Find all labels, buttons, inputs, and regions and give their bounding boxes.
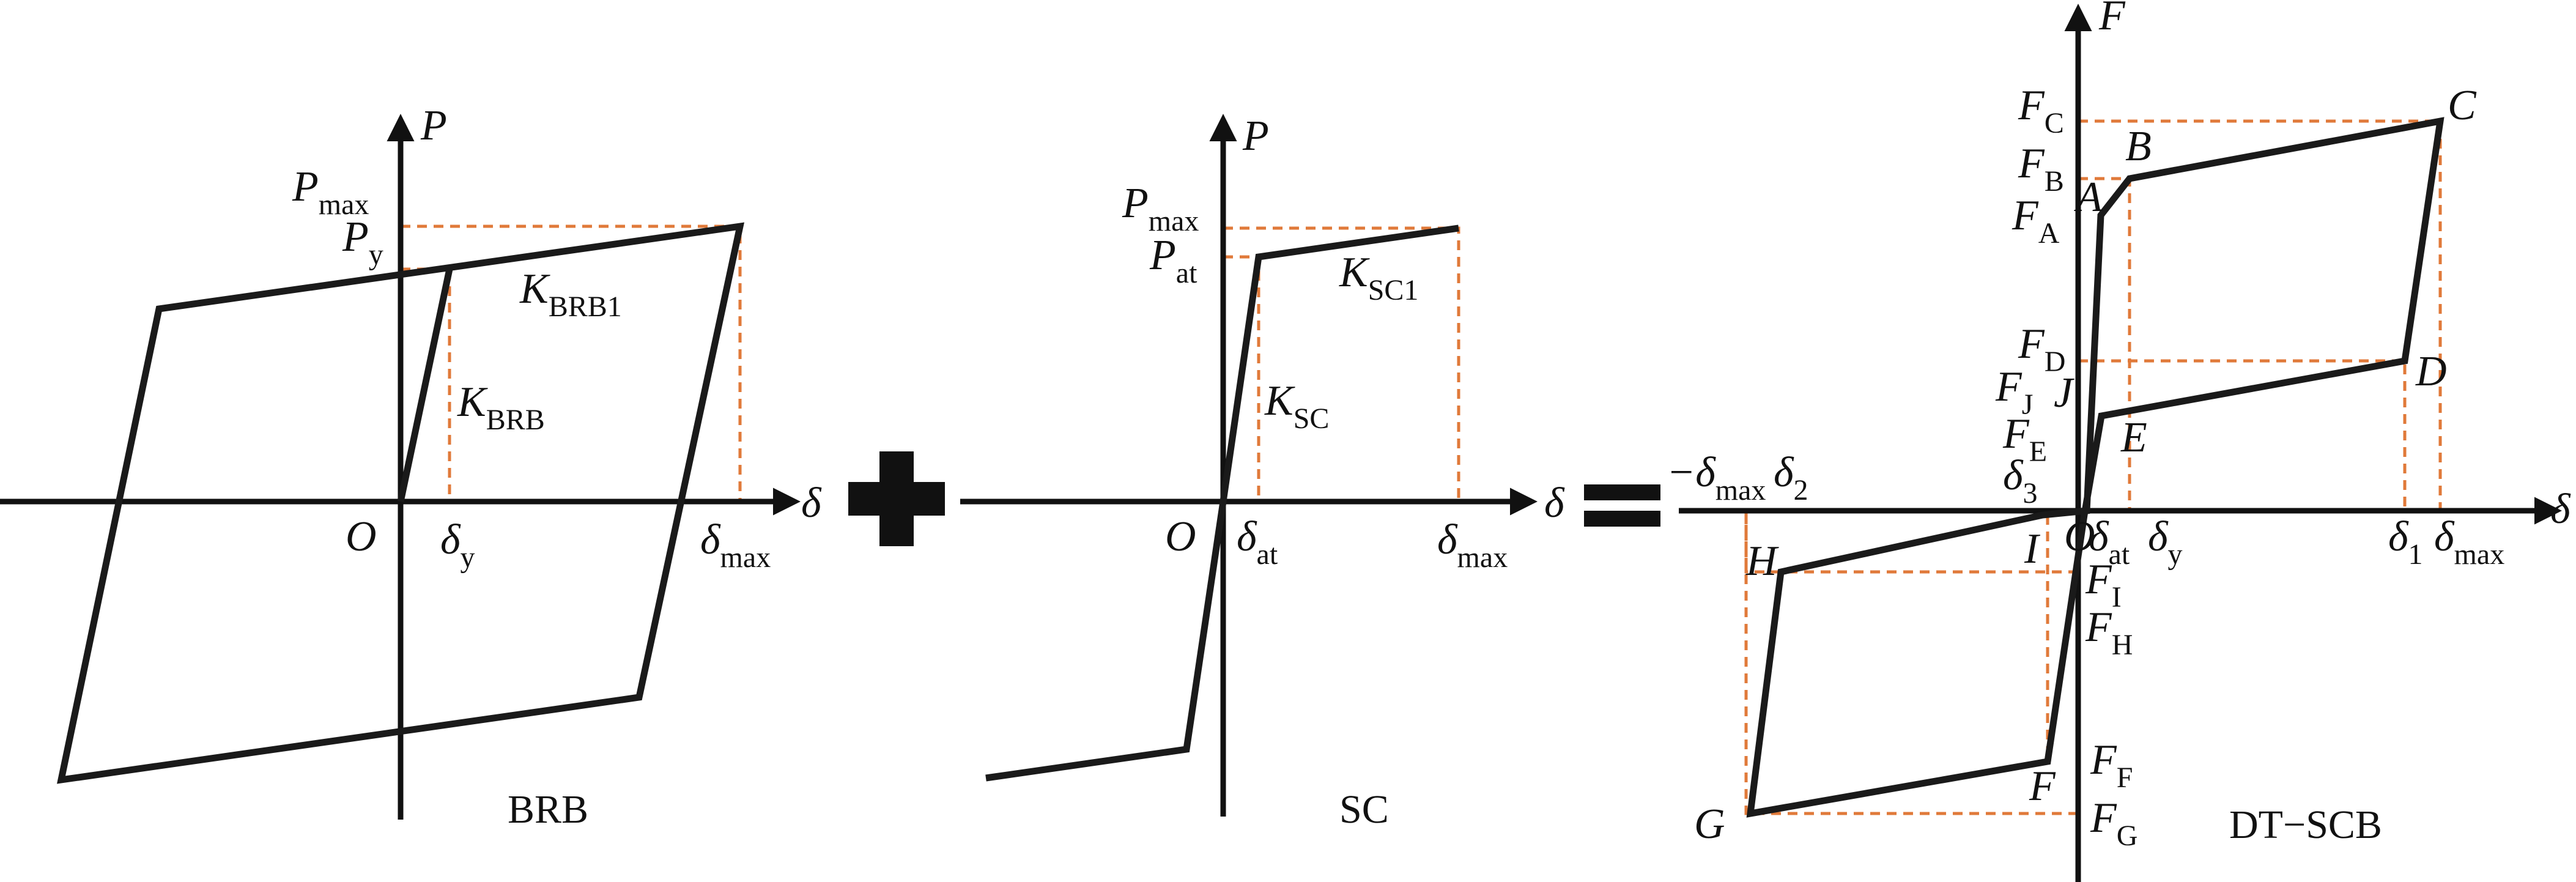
- dtscb-fb-label: FB: [2018, 140, 2064, 198]
- sc-ksc1-label: KSC1: [1339, 249, 1418, 306]
- dtscb-point-b: B: [2125, 123, 2152, 170]
- dtscb-fd-label: FD: [2018, 321, 2065, 378]
- dtscb-panel: F δ O A B C D E F G H I J FC FB FA FD FJ…: [1667, 0, 2571, 882]
- dtscb-fa-label: FA: [2012, 192, 2060, 250]
- brb-panel: P δ O Pmax Py KBRB1 KBRB δy δmax BRB: [0, 102, 822, 832]
- dtscb-dmax-label: δmax: [2434, 513, 2504, 571]
- dtscb-fh-label: FH: [2085, 604, 2133, 661]
- dtscb-caption: DT−SCB: [2229, 802, 2382, 847]
- brb-kbrb-label: KBRB: [457, 379, 545, 436]
- dtscb-guide-fd: [2078, 359, 2407, 511]
- dtscb-dy-label: δy: [2148, 513, 2183, 571]
- dtscb-d2-label: δ2: [1774, 449, 1808, 506]
- brb-caption: BRB: [508, 787, 588, 832]
- brb-hysteresis-loop: [57, 222, 745, 784]
- dtscb-point-h: H: [1745, 538, 1779, 585]
- dtscb-neg-dmax-label: −δmax: [1667, 449, 1766, 506]
- brb-axis-p-label: P: [420, 102, 447, 149]
- dtscb-origin-label: O: [2064, 513, 2095, 560]
- dtscb-fc-label: FC: [2018, 82, 2064, 139]
- brb-py-label: Py: [342, 213, 383, 271]
- brb-kbrb1-label: KBRB1: [519, 265, 622, 323]
- equals-operator: [1584, 484, 1660, 527]
- sc-caption: SC: [1339, 787, 1389, 832]
- sc-pat-label: Pat: [1149, 232, 1197, 289]
- plus-operator: [848, 451, 945, 546]
- sc-ksc-label: KSC: [1264, 377, 1329, 435]
- dtscb-d1-label: δ1: [2388, 513, 2423, 571]
- dtscb-point-i: I: [2024, 525, 2041, 573]
- dtscb-fi-label: FI: [2085, 556, 2122, 613]
- dtscb-hysteresis-loop: [1746, 117, 2445, 818]
- dtscb-point-a: A: [2074, 174, 2103, 221]
- sc-pmax-label: Pmax: [1122, 180, 1199, 237]
- dtscb-guide-fc: [2078, 119, 2442, 511]
- sc-origin-label: O: [1165, 513, 1196, 560]
- dtscb-point-j: J: [2054, 369, 2074, 417]
- dtscb-guide-g: [1744, 511, 2078, 815]
- brb-delta-y-label: δy: [440, 516, 475, 574]
- brb-origin-label: O: [346, 513, 377, 560]
- dtscb-fg-label: FG: [2090, 795, 2137, 852]
- brb-axis-delta-label: δ: [801, 480, 822, 527]
- dtscb-fe-label: FE: [2002, 410, 2047, 468]
- sc-delta-at-label: δat: [1237, 513, 1278, 571]
- dtscb-point-c: C: [2448, 82, 2477, 129]
- dtscb-d3-label: δ3: [2003, 452, 2038, 510]
- brb-pmax-label: Pmax: [292, 163, 369, 221]
- dtscb-point-g: G: [1694, 801, 1725, 848]
- dtscb-point-e: E: [2120, 414, 2147, 461]
- dtscb-fj-label: FJ: [1995, 363, 2033, 421]
- dtscb-point-f: F: [2029, 763, 2056, 810]
- brb-delta-max-label: δmax: [700, 516, 771, 574]
- dtscb-axis-delta-label: δ: [2550, 486, 2571, 533]
- sc-panel: P δ O Pmax Pat KSC1 KSC δat δmax SC: [960, 113, 1565, 832]
- dtscb-dat-label: δat: [2089, 513, 2130, 571]
- sc-delta-max-label: δmax: [1437, 516, 1508, 574]
- brb-guide-py: [401, 267, 451, 502]
- sc-curve: [985, 224, 1459, 782]
- sc-axis-delta-label: δ: [1544, 480, 1565, 527]
- dtscb-ff-label: FF: [2090, 736, 2133, 794]
- dtscb-point-d: D: [2415, 348, 2447, 395]
- dtscb-axis-f-label: F: [2098, 0, 2126, 39]
- sc-axis-p-label: P: [1242, 113, 1269, 160]
